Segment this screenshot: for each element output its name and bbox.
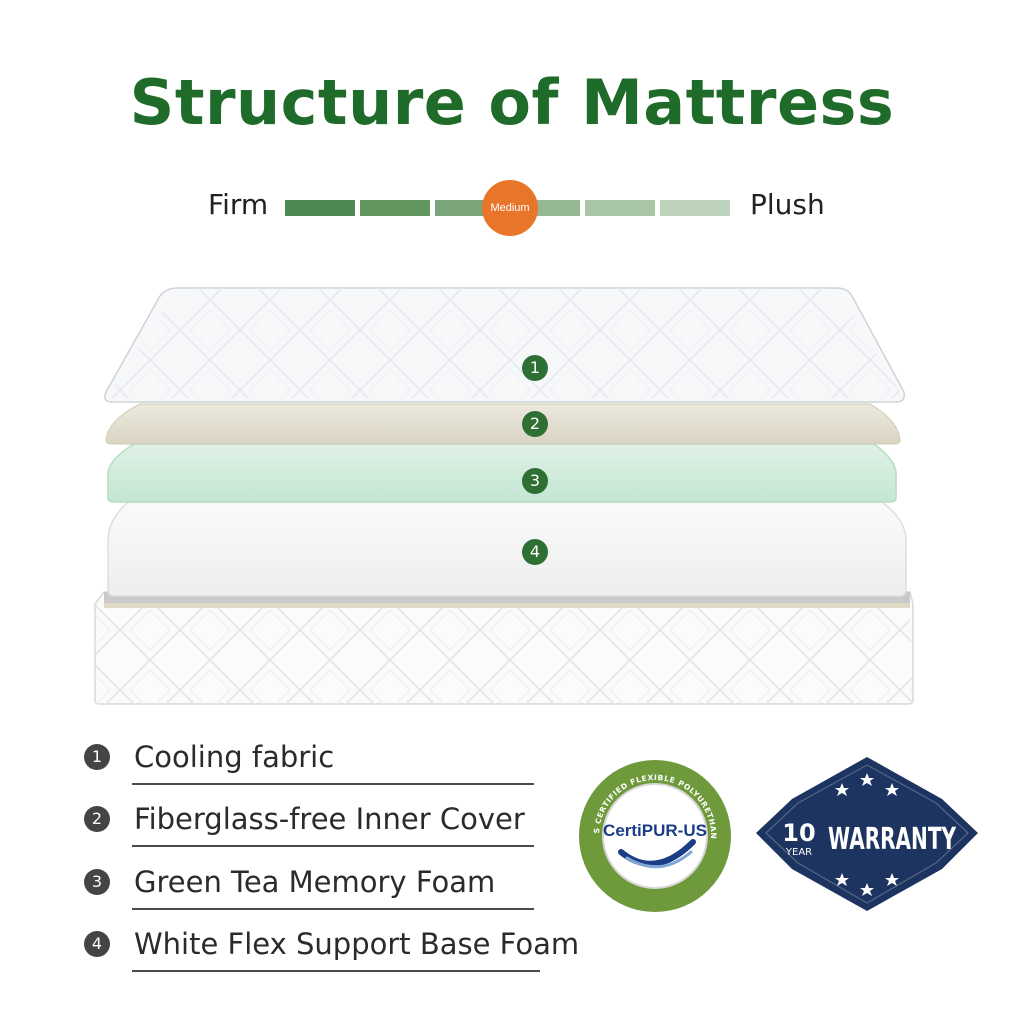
scale-segment-1 bbox=[285, 200, 355, 216]
legend-underline-2 bbox=[132, 845, 534, 847]
mattress-base bbox=[94, 591, 914, 705]
legend-number-4: 4 bbox=[84, 931, 110, 957]
scale-segment-2 bbox=[360, 200, 430, 216]
warranty-stars bbox=[835, 773, 899, 896]
legend-label-2: Fiberglass-free Inner Cover bbox=[134, 802, 525, 836]
certipur-brand: CertiPUR-US bbox=[603, 821, 707, 840]
layer-4-support-foam bbox=[107, 501, 907, 597]
layer-1-cooling-fabric bbox=[104, 287, 906, 403]
medium-marker: Medium bbox=[482, 180, 538, 236]
legend-number-3: 3 bbox=[84, 869, 110, 895]
warranty-badge: 10 YEAR WARRANTY bbox=[756, 757, 978, 911]
plush-label: Plush bbox=[750, 188, 825, 221]
firm-label: Firm bbox=[208, 188, 269, 221]
layer-marker-4: 4 bbox=[522, 539, 548, 565]
scale-segment-5 bbox=[585, 200, 655, 216]
legend-underline-4 bbox=[132, 970, 540, 972]
warranty-label: WARRANTY bbox=[828, 822, 957, 857]
certipur-badge: CONTAINS CERTIFIED FLEXIBLE POLYURETHANE… bbox=[575, 756, 731, 912]
legend-underline-1 bbox=[132, 783, 534, 785]
layer-marker-2: 2 bbox=[522, 411, 548, 437]
page-title: Structure of Mattress bbox=[129, 66, 895, 139]
warranty-unit: YEAR bbox=[785, 847, 812, 858]
legend-underline-3 bbox=[132, 908, 534, 910]
legend-label-4: White Flex Support Base Foam bbox=[134, 927, 580, 961]
scale-segment-6 bbox=[660, 200, 730, 216]
legend-label-1: Cooling fabric bbox=[134, 740, 335, 774]
layer-3-memory-foam bbox=[107, 443, 897, 503]
layer-marker-1: 1 bbox=[522, 355, 548, 381]
legend-label-3: Green Tea Memory Foam bbox=[134, 865, 496, 899]
warranty-years: 10 bbox=[782, 819, 815, 847]
legend-number-2: 2 bbox=[84, 806, 110, 832]
layer-2-inner-cover bbox=[105, 403, 901, 445]
layer-marker-3: 3 bbox=[522, 468, 548, 494]
legend-number-1: 1 bbox=[84, 744, 110, 770]
